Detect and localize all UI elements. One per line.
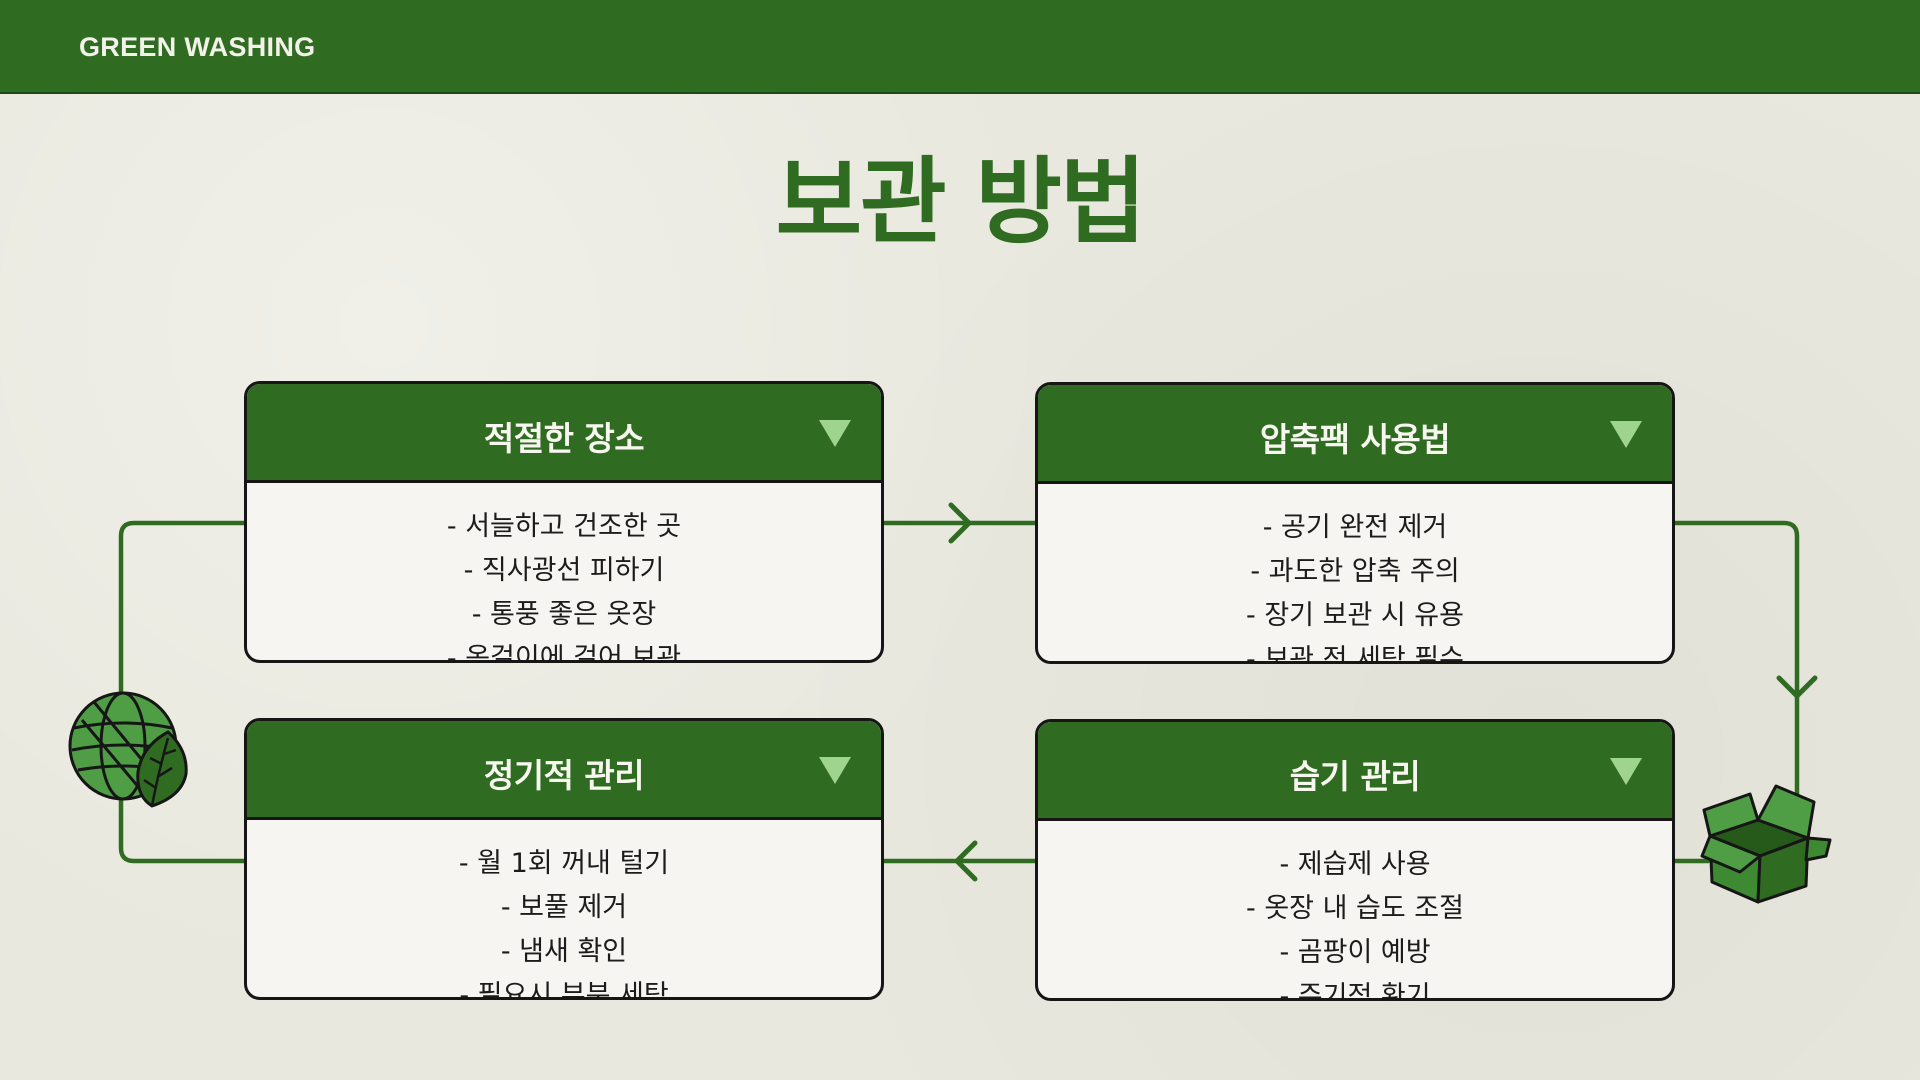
card-header[interactable]: 정기적 관리 bbox=[247, 721, 881, 820]
card-list: - 서늘하고 건조한 곳 - 직사광선 피하기 - 통풍 좋은 옷장 - 옷걸이… bbox=[247, 483, 881, 663]
brand-name: GREEN WASHING bbox=[79, 32, 316, 62]
card-body: - 제습제 사용 - 옷장 내 습도 조절 - 곰팡이 예방 - 주기적 환기 bbox=[1038, 821, 1672, 1001]
card-body: - 월 1회 꺼내 털기 - 보풀 제거 - 냄새 확인 - 필요시 부분 세탁 bbox=[247, 820, 881, 1000]
arrow-left-icon bbox=[954, 840, 978, 882]
globe-leaf-icon bbox=[68, 691, 188, 808]
card-body: - 서늘하고 건조한 곳 - 직사광선 피하기 - 통풍 좋은 옷장 - 옷걸이… bbox=[247, 483, 881, 663]
list-item: - 서늘하고 건조한 곳 bbox=[446, 511, 682, 542]
card-proper-location: 적절한 장소 - 서늘하고 건조한 곳 - 직사광선 피하기 - 통풍 좋은 옷… bbox=[244, 381, 884, 663]
triangle-down-icon[interactable] bbox=[1610, 421, 1642, 448]
page-title: 보관 방법 bbox=[775, 148, 1147, 257]
card-title: 습기 관리 bbox=[1289, 757, 1421, 796]
list-item: - 필요시 부분 세탁 bbox=[459, 980, 669, 1000]
list-item: - 직사광선 피하기 bbox=[463, 555, 665, 586]
card-title: 정기적 관리 bbox=[483, 756, 645, 795]
list-item: - 보풀 제거 bbox=[500, 892, 628, 923]
triangle-down-icon[interactable] bbox=[819, 757, 851, 784]
card-body: - 공기 완전 제거 - 과도한 압축 주의 - 장기 보관 시 유용 - 보관… bbox=[1038, 484, 1672, 664]
list-item: - 곰팡이 예방 bbox=[1279, 937, 1431, 968]
card-title: 압축팩 사용법 bbox=[1259, 420, 1451, 459]
list-item: - 주기적 환기 bbox=[1279, 981, 1431, 1001]
card-humidity-control: 습기 관리 - 제습제 사용 - 옷장 내 습도 조절 - 곰팡이 예방 - 주… bbox=[1035, 719, 1675, 1001]
list-item: - 공기 완전 제거 bbox=[1262, 512, 1448, 543]
card-header[interactable]: 적절한 장소 bbox=[247, 384, 881, 483]
card-header[interactable]: 압축팩 사용법 bbox=[1038, 385, 1672, 484]
card-compression-pack: 압축팩 사용법 - 공기 완전 제거 - 과도한 압축 주의 - 장기 보관 시… bbox=[1035, 382, 1675, 664]
card-regular-care: 정기적 관리 - 월 1회 꺼내 털기 - 보풀 제거 - 냄새 확인 - 필요… bbox=[244, 718, 884, 1000]
card-list: - 제습제 사용 - 옷장 내 습도 조절 - 곰팡이 예방 - 주기적 환기 bbox=[1038, 821, 1672, 1001]
arrow-right-icon bbox=[948, 502, 972, 544]
list-item: - 옷걸이에 걸어 보관 bbox=[446, 643, 682, 663]
triangle-down-icon[interactable] bbox=[1610, 758, 1642, 785]
open-box-icon bbox=[1700, 784, 1832, 904]
list-item: - 월 1회 꺼내 털기 bbox=[458, 848, 670, 879]
header-bar: GREEN WASHING bbox=[0, 0, 1920, 94]
card-title: 적절한 장소 bbox=[483, 419, 645, 458]
list-item: - 제습제 사용 bbox=[1279, 849, 1431, 880]
arrow-down-icon bbox=[1776, 675, 1818, 699]
list-item: - 옷장 내 습도 조절 bbox=[1246, 893, 1464, 924]
list-item: - 과도한 압축 주의 bbox=[1250, 556, 1460, 587]
card-list: - 공기 완전 제거 - 과도한 압축 주의 - 장기 보관 시 유용 - 보관… bbox=[1038, 484, 1672, 664]
list-item: - 통풍 좋은 옷장 bbox=[471, 599, 657, 630]
card-header[interactable]: 습기 관리 bbox=[1038, 722, 1672, 821]
list-item: - 장기 보관 시 유용 bbox=[1246, 600, 1464, 631]
list-item: - 냄새 확인 bbox=[500, 936, 628, 967]
card-list: - 월 1회 꺼내 털기 - 보풀 제거 - 냄새 확인 - 필요시 부분 세탁 bbox=[247, 820, 881, 1000]
connector-right bbox=[1673, 520, 1800, 835]
list-item: - 보관 전 세탁 필수 bbox=[1246, 644, 1464, 664]
triangle-down-icon[interactable] bbox=[819, 420, 851, 447]
